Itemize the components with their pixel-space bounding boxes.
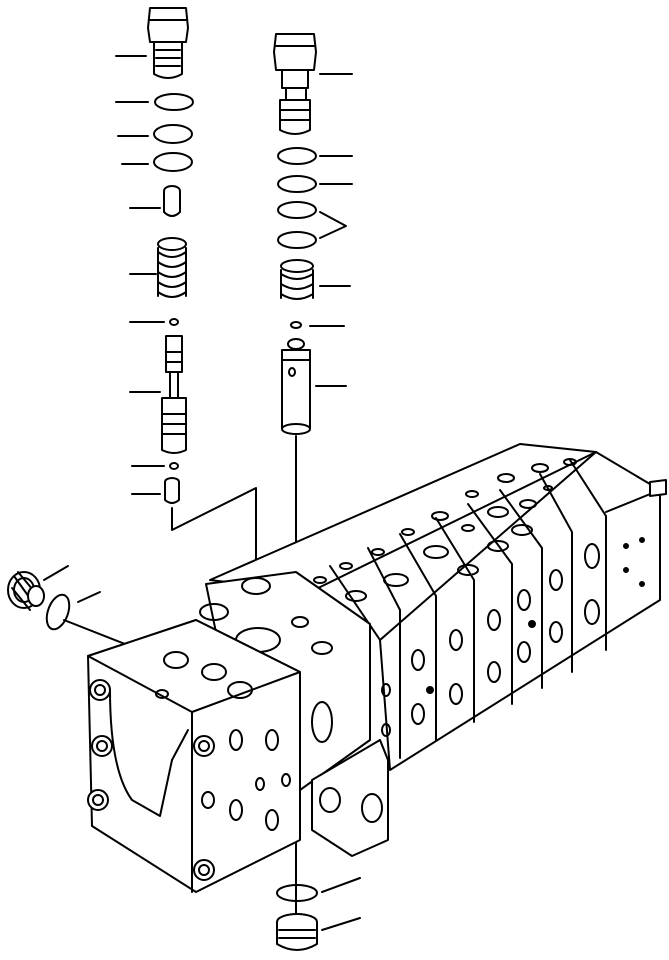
- callout-leader: [43, 565, 69, 581]
- left-small-plug: [164, 477, 180, 504]
- callout-leader: [321, 917, 361, 931]
- side-plug: [7, 571, 45, 611]
- left-spring: [157, 237, 187, 298]
- left-spool: [161, 335, 187, 454]
- callout-leader: [321, 877, 361, 893]
- bottom-plug: [276, 913, 318, 951]
- right-sleeve: [281, 338, 311, 435]
- left-small-ring-2: [169, 462, 179, 470]
- left-cap-plug: [147, 7, 189, 79]
- right-o-ring-3: [277, 201, 317, 219]
- left-small-ring: [169, 318, 179, 326]
- assembly-path-line: [63, 619, 131, 647]
- side-o-ring: [45, 593, 71, 631]
- left-o-ring-1: [154, 93, 194, 111]
- right-small-ring: [290, 321, 302, 329]
- bottom-o-ring: [276, 884, 318, 902]
- right-o-ring-2: [277, 175, 317, 193]
- right-o-ring-1: [277, 147, 317, 165]
- callout-leader: [77, 591, 101, 603]
- right-spring: [280, 259, 314, 300]
- left-poppet: [163, 185, 181, 217]
- left-o-ring-2: [153, 124, 193, 144]
- left-o-ring-3: [153, 152, 193, 172]
- right-o-ring-4: [277, 231, 317, 249]
- right-cap-plug: [273, 33, 317, 135]
- callout-leader-split: [319, 211, 347, 239]
- control-valve-body: [87, 443, 667, 893]
- assembly-path-line: [171, 487, 257, 623]
